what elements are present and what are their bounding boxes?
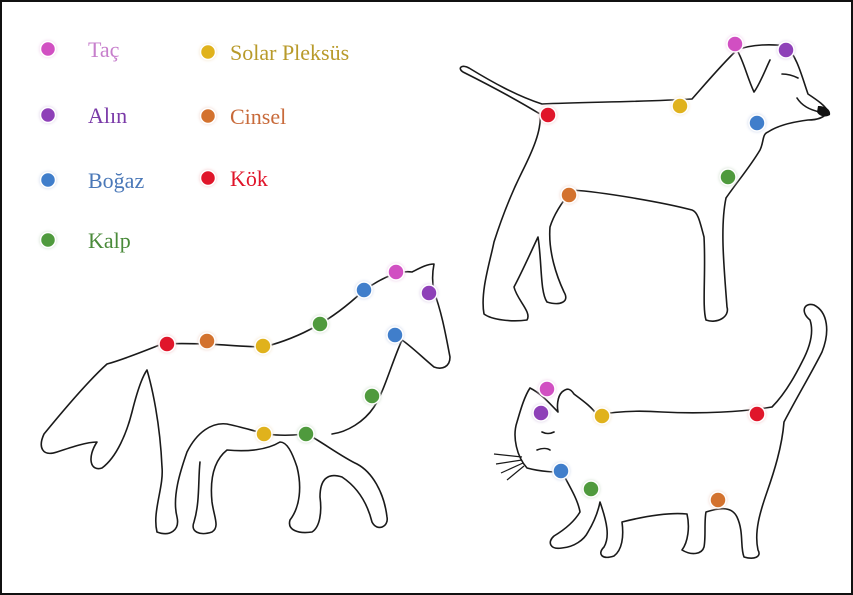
- legend-label-solar: Solar Pleksüs: [230, 40, 349, 65]
- legend-item-tac: Taç: [41, 37, 120, 62]
- horse-point-solar: [255, 338, 271, 354]
- legend-dot-kalp: [41, 233, 56, 248]
- legend-item-solar: Solar Pleksüs: [201, 40, 350, 65]
- horse-outline: [41, 264, 450, 534]
- dog-outline: [460, 45, 828, 321]
- horse-point-cinsel: [199, 333, 215, 349]
- legend-label-cinsel: Cinsel: [230, 104, 286, 129]
- horse-point-alin: [421, 285, 437, 301]
- cat-figure: [494, 304, 827, 558]
- legend-label-kok: Kök: [230, 166, 268, 191]
- dog-point-tac: [727, 36, 743, 52]
- legend-label-bogaz: Boğaz: [88, 168, 144, 193]
- dog-figure: [460, 36, 830, 321]
- horse-point-kalp-2: [364, 388, 380, 404]
- legend-dot-tac: [41, 42, 56, 57]
- cat-point-cinsel: [710, 492, 726, 508]
- legend-dot-alin: [41, 108, 56, 123]
- horse-point-tac: [388, 264, 404, 280]
- legend-dot-solar: [201, 45, 216, 60]
- dog-point-solar: [672, 98, 688, 114]
- horse-point-bogaz: [356, 282, 372, 298]
- legend-item-alin: Alın: [41, 103, 128, 128]
- legend: Taç Alın Boğaz Kalp Solar Pleksüs Cinsel…: [41, 37, 350, 253]
- legend-label-alin: Alın: [88, 103, 127, 128]
- horse-point-kalp: [312, 316, 328, 332]
- horse-point-solar-2: [256, 426, 272, 442]
- cat-outline: [515, 304, 827, 558]
- legend-label-tac: Taç: [88, 37, 120, 62]
- cat-point-kok: [749, 406, 765, 422]
- horse-point-kok: [159, 336, 175, 352]
- cat-point-solar: [594, 408, 610, 424]
- legend-item-cinsel: Cinsel: [201, 104, 287, 129]
- dog-point-kok: [540, 107, 556, 123]
- legend-item-bogaz: Boğaz: [41, 168, 145, 193]
- cat-point-alin: [533, 405, 549, 421]
- cat-point-bogaz: [553, 463, 569, 479]
- legend-dot-bogaz: [41, 173, 56, 188]
- legend-item-kalp: Kalp: [41, 228, 131, 253]
- horse-point-bogaz-2: [387, 327, 403, 343]
- horse-figure: [41, 264, 450, 534]
- cat-point-kalp: [583, 481, 599, 497]
- legend-label-kalp: Kalp: [88, 228, 131, 253]
- legend-dot-kok: [201, 171, 216, 186]
- cat-point-tac: [539, 381, 555, 397]
- horse-point-kalp-3: [298, 426, 314, 442]
- dog-nose: [817, 106, 830, 116]
- dog-point-cinsel: [561, 187, 577, 203]
- legend-item-kok: Kök: [201, 166, 268, 191]
- dog-point-kalp: [720, 169, 736, 185]
- dog-point-alin: [778, 42, 794, 58]
- legend-dot-cinsel: [201, 109, 216, 124]
- dog-point-bogaz: [749, 115, 765, 131]
